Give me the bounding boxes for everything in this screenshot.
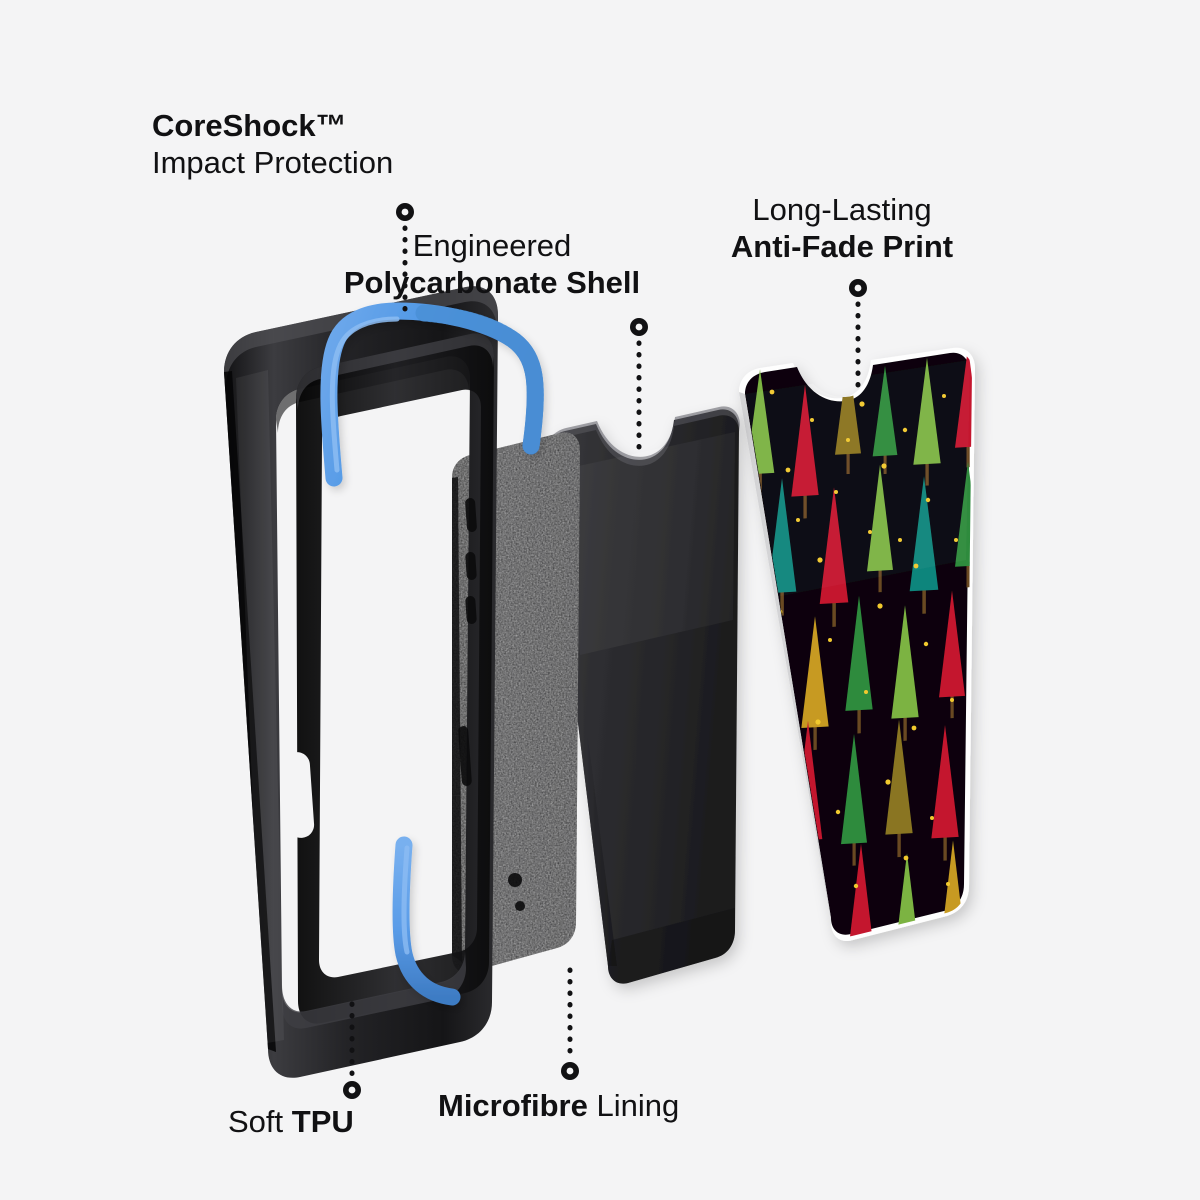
callout-polycarbonate-line2: Polycarbonate Shell — [343, 264, 641, 300]
blue-accent-top — [320, 302, 544, 487]
callout-microfibre-suffix: Lining — [587, 1088, 680, 1123]
callout-microfibre-emphasis: Microfibre — [438, 1088, 588, 1123]
callout-tpu-emphasis: TPU — [291, 1104, 354, 1139]
callout-coreshock-line2: Impact Protection — [152, 144, 394, 180]
button-cutouts — [283, 752, 315, 838]
callout-antifade: Long-Lasting Anti-Fade Print — [731, 192, 953, 265]
leader-microfibre — [561, 967, 579, 1080]
star-speckles — [763, 389, 958, 889]
polycarbonate-shell — [545, 406, 740, 984]
callout-coreshock-line1: CoreShock™ — [152, 108, 347, 143]
leader-coreshock — [396, 203, 414, 323]
callout-coreshock: CoreShock™ Impact Protection — [152, 108, 393, 181]
leader-lines — [343, 203, 867, 1099]
leader-tpu — [343, 1001, 361, 1099]
christmas-tree-pattern — [745, 351, 972, 937]
callout-polycarbonate: Engineered Polycarbonate Shell — [344, 228, 640, 301]
callout-antifade-line2: Anti-Fade Print — [730, 228, 954, 264]
callout-antifade-line1: Long-Lasting — [752, 192, 932, 227]
tpu-inner-frame — [296, 333, 494, 1024]
callout-polycarbonate-line1: Engineered — [412, 228, 572, 263]
frame-port-details — [458, 498, 525, 911]
leader-polycarbonate — [630, 318, 648, 455]
blue-accent-bottom — [392, 836, 461, 1006]
leader-antifade — [849, 279, 867, 395]
printed-back-panel — [739, 347, 975, 942]
callout-microfibre: Microfibre Lining — [438, 1088, 679, 1125]
tpu-bumper-frame — [224, 286, 525, 1078]
callout-tpu-prefix: Soft — [228, 1104, 292, 1139]
callout-tpu: Soft TPU — [228, 1104, 354, 1141]
accent-texture — [415, 304, 544, 455]
volume-button-cutout — [283, 752, 315, 838]
